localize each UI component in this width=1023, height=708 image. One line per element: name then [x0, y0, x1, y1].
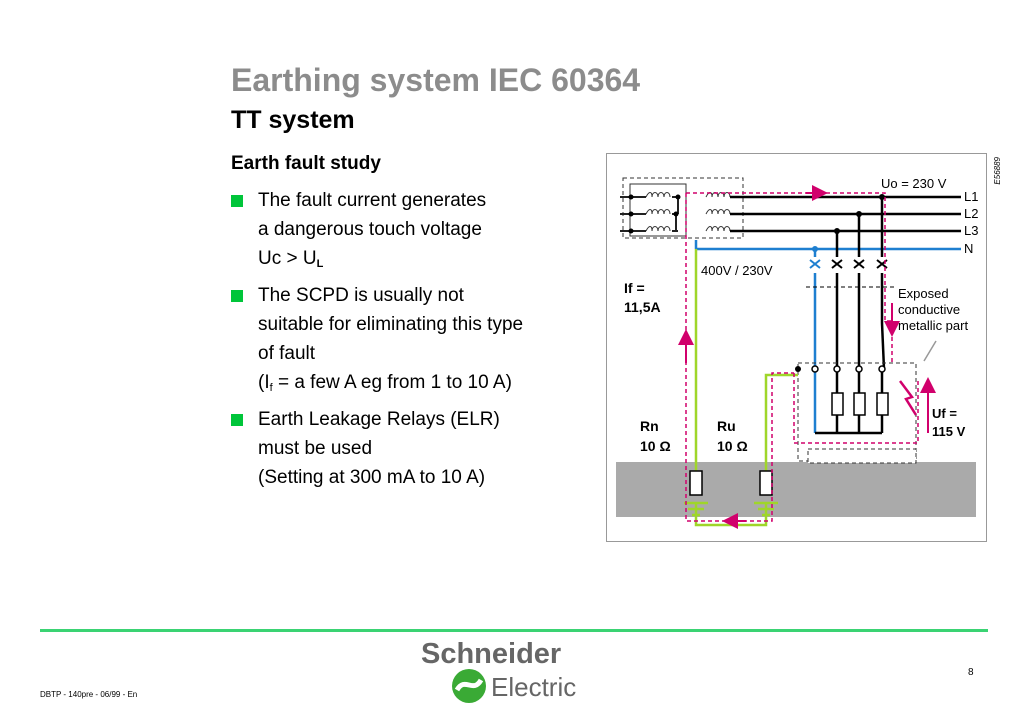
- logo-text-bottom: Electric: [491, 672, 576, 702]
- phase-drops: [835, 197, 886, 370]
- slide-subtitle: TT system: [231, 106, 355, 134]
- line-label-l2: L2: [964, 206, 978, 221]
- subscript: f: [269, 382, 273, 394]
- fault-current-path: [685, 192, 919, 522]
- schneider-electric-logo: Schneider Electric: [421, 638, 576, 703]
- bullet-square-icon: [231, 414, 243, 426]
- bullet-item: The SCPD is usually not suitable for eli…: [231, 281, 601, 403]
- exposed-label: metallic part: [898, 318, 968, 333]
- bullet-text: The fault current generates: [258, 190, 487, 211]
- load-base: [807, 448, 917, 464]
- phase-lines: [730, 195, 961, 233]
- transformer-coils: [645, 192, 731, 232]
- bullet-text: The SCPD is usually not: [258, 285, 464, 306]
- fault-spark-icon: [899, 380, 918, 416]
- figure-code: E56889: [993, 157, 1002, 185]
- page-number: 8: [968, 667, 974, 678]
- rn-label: Rn: [640, 418, 659, 434]
- bullet-text: Uc > UL: [258, 244, 601, 279]
- pointer-line: [923, 340, 937, 362]
- formula-text: = a few A eg from 1 to 10 A): [272, 372, 512, 393]
- bullet-item: The fault current generates a dangerous …: [231, 186, 601, 279]
- footer-reference: DBTP - 140pre - 06/99 - En: [40, 690, 138, 699]
- bullet-text: (If = a few A eg from 1 to 10 A): [258, 368, 601, 403]
- bullet-text: (Setting at 300 mA to 10 A): [258, 467, 486, 488]
- formula-text: (I: [258, 372, 270, 393]
- uo-label: Uo = 230 V: [881, 176, 947, 191]
- bullet-item: Earth Leakage Relays (ELR) must be used …: [231, 405, 601, 492]
- line-label-l3: L3: [964, 223, 978, 238]
- bullet-text: suitable for eliminating this type: [258, 314, 524, 335]
- ru-label: Ru: [717, 418, 736, 434]
- junction-dots: [628, 194, 681, 234]
- bullet-text: a dangerous touch voltage: [258, 219, 482, 240]
- ground-area: [616, 462, 976, 517]
- load-terminals: [811, 365, 886, 373]
- fault-current-value: 11,5A: [624, 299, 661, 315]
- slide-title: Earthing system IEC 60364: [231, 62, 641, 98]
- section-heading: Earth fault study: [231, 153, 381, 174]
- footer-divider: [40, 629, 988, 632]
- ru-value: 10 Ω: [717, 438, 748, 454]
- bullet-text: must be used: [258, 438, 373, 459]
- load-resistors: [831, 392, 889, 416]
- bullet-list: The fault current generates a dangerous …: [231, 186, 601, 494]
- exposed-label: Exposed: [898, 286, 949, 301]
- transformer-box: [622, 177, 744, 239]
- transformer-label: 400V / 230V: [701, 263, 773, 278]
- fault-current-label: If =: [624, 280, 645, 296]
- uf-label: Uf =: [932, 406, 957, 421]
- line-label-n: N: [964, 241, 973, 256]
- bullet-square-icon: [231, 195, 243, 207]
- rn-value: 10 Ω: [640, 438, 671, 454]
- bullet-text: of fault: [258, 343, 316, 364]
- logo-text-top: Schneider: [421, 638, 561, 670]
- subscript: L: [316, 258, 324, 270]
- pe-junction: [795, 366, 801, 372]
- uf-value: 115 V: [932, 424, 966, 439]
- logo-mark-icon: [452, 669, 486, 703]
- bullet-square-icon: [231, 290, 243, 302]
- line-label-l1: L1: [964, 189, 978, 204]
- load-wiring: [835, 369, 884, 433]
- exposed-label: conductive: [898, 302, 960, 317]
- bullet-text: Earth Leakage Relays (ELR): [258, 409, 500, 430]
- tt-system-diagram: Uo = 230 V L1 L2 L3 N 400V / 230V If = 1…: [606, 153, 987, 542]
- earth-electrodes: [684, 470, 778, 517]
- formula-text: Uc > U: [258, 248, 317, 269]
